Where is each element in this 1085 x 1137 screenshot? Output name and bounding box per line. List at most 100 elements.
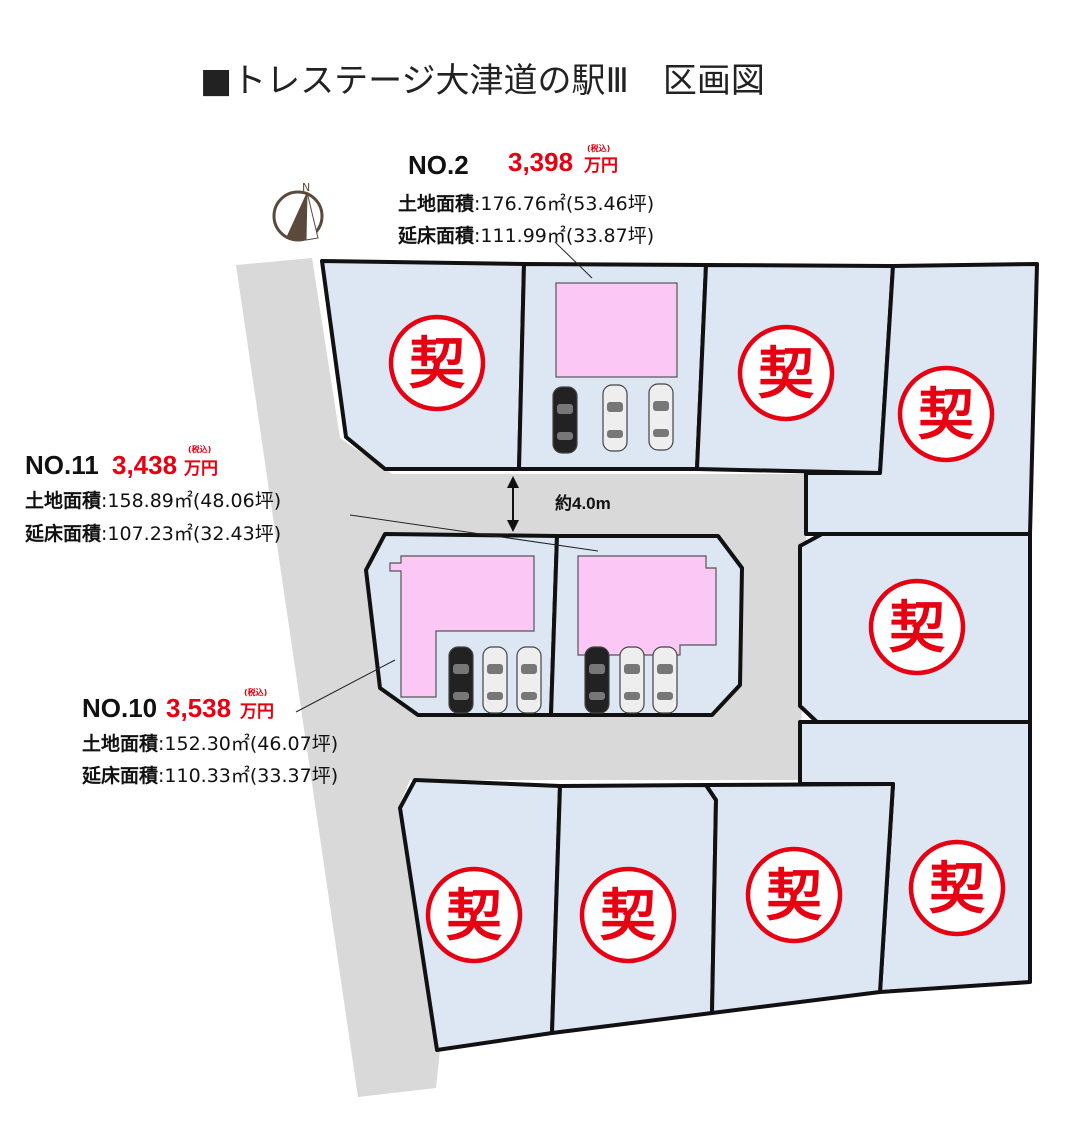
- lot-no2-floor-value: :111.99㎡(33.87坪): [474, 224, 654, 247]
- lot-no11-floor-label: 延床面積: [24, 522, 101, 545]
- sold-mark-text: 契: [600, 884, 656, 949]
- sold-mark-text: 契: [409, 332, 465, 397]
- page-title: ■トレステージ大津道の駅Ⅲ 区画図: [200, 61, 765, 101]
- sold-mark-3: 契: [897, 365, 995, 463]
- lot-no10-land: 土地面積:152.30㎡(46.07坪): [82, 732, 338, 755]
- parking-cars: [448, 383, 678, 714]
- compass-icon: N: [272, 181, 324, 242]
- car-windshield: [453, 664, 469, 674]
- dimension-arrow-icon: [507, 476, 519, 532]
- car-icon: [448, 646, 474, 714]
- car-icon: [482, 646, 508, 714]
- car-windshield: [557, 404, 573, 414]
- sold-mark-circle: [897, 365, 995, 463]
- road-width-label: 約4.0m: [555, 493, 611, 513]
- leader-lines: [295, 241, 599, 713]
- lot-no2-floor: 延床面積:111.99㎡(33.87坪): [397, 224, 654, 247]
- lot-no2-floor-label: 延床面積: [397, 224, 474, 247]
- lot-no11-land: 土地面積:158.89㎡(48.06坪): [25, 489, 281, 512]
- car-icon: [584, 646, 610, 714]
- lot-no11-number: NO.11: [25, 450, 99, 480]
- car-body: [448, 646, 474, 714]
- car-icon: [602, 384, 628, 452]
- sold-mark-7: 契: [745, 846, 843, 944]
- car-body: [482, 646, 508, 714]
- sold-mark-text: 契: [929, 857, 985, 922]
- sold-mark-circle: [745, 846, 843, 944]
- lot-no2-number: NO.2: [408, 150, 469, 180]
- sold-mark-circle: [425, 866, 523, 964]
- lot-no2-unit: 万円: [583, 156, 618, 175]
- info-no2: NO.2 3,398 万円 (税込) 土地面積:176.76㎡(53.46坪) …: [397, 143, 654, 247]
- lot-no11-unit: 万円: [183, 459, 218, 478]
- lot-no11-floor: 延床面積:107.23㎡(32.43坪): [24, 522, 281, 545]
- sold-mark-8: 契: [908, 839, 1006, 937]
- car-body: [619, 646, 645, 714]
- sold-mark-text: 契: [766, 864, 822, 929]
- sold-mark-6: 契: [579, 866, 677, 964]
- lot-no2-price: 3,398: [508, 147, 573, 177]
- sold-mark-text: 契: [446, 884, 502, 949]
- car-body: [552, 386, 578, 454]
- lot-no11-price: 3,438: [112, 450, 177, 480]
- lot-no11-land-label: 土地面積: [25, 489, 101, 512]
- car-body: [648, 383, 674, 451]
- car-windshield: [487, 664, 503, 674]
- car-icon: [619, 646, 645, 714]
- car-body: [602, 384, 628, 452]
- lot-no10-floor: 延床面積:110.33㎡(33.37坪): [81, 764, 338, 787]
- car-rear-window: [453, 692, 469, 700]
- sold-mark-text: 契: [889, 596, 945, 661]
- car-rear-window: [557, 432, 573, 440]
- lot-no10-tax: (税込): [244, 687, 267, 697]
- lot-no11-tax: (税込): [188, 444, 211, 454]
- car-windshield: [624, 664, 640, 674]
- car-windshield: [657, 664, 673, 674]
- lot-no2-land-value: :176.76㎡(53.46坪): [474, 192, 654, 215]
- lot-no10-floor-value: :110.33㎡(33.37坪): [158, 764, 338, 787]
- sold-mark-text: 契: [918, 383, 974, 448]
- sold-mark-circle: [579, 866, 677, 964]
- car-body: [652, 646, 678, 714]
- lot-no10-floor-label: 延床面積: [81, 764, 158, 787]
- car-rear-window: [589, 692, 605, 700]
- sold-marks: 契契契契契契契契: [388, 314, 1006, 964]
- car-icon: [552, 386, 578, 454]
- sold-mark-text: 契: [758, 342, 814, 407]
- sold-mark-circle: [908, 839, 1006, 937]
- sold-mark-circle: [388, 314, 486, 412]
- car-windshield: [521, 664, 537, 674]
- lot-no10-unit: 万円: [239, 702, 274, 721]
- car-windshield: [653, 401, 669, 411]
- sold-mark-circle: [868, 578, 966, 676]
- house-no10: [389, 555, 535, 698]
- info-no10: NO.10 3,538 万円 (税込) 土地面積:152.30㎡(46.07坪)…: [81, 687, 338, 787]
- car-icon: [516, 646, 542, 714]
- car-windshield: [607, 402, 623, 412]
- car-icon: [652, 646, 678, 714]
- car-rear-window: [624, 692, 640, 700]
- house-no11: [577, 555, 717, 656]
- lot-no2-land-label: 土地面積: [398, 192, 474, 215]
- car-rear-window: [607, 430, 623, 438]
- compass-north-label: N: [302, 181, 310, 194]
- sold-mark-4: 契: [868, 578, 966, 676]
- car-rear-window: [653, 429, 669, 437]
- lot-no10-number: NO.10: [82, 693, 157, 723]
- sold-mark-5: 契: [425, 866, 523, 964]
- lot-no10-land-label: 土地面積: [82, 732, 158, 755]
- sold-mark-circle: [737, 324, 835, 422]
- car-windshield: [589, 664, 605, 674]
- lot-no11-floor-value: :107.23㎡(32.43坪): [101, 522, 281, 545]
- car-rear-window: [487, 692, 503, 700]
- car-rear-window: [657, 692, 673, 700]
- lot-no2-land: 土地面積:176.76㎡(53.46坪): [398, 192, 654, 215]
- lot-no11-land-value: :158.89㎡(48.06坪): [101, 489, 281, 512]
- lot-no10-price: 3,538: [166, 693, 231, 723]
- car-rear-window: [521, 692, 537, 700]
- sold-mark-2: 契: [737, 324, 835, 422]
- car-body: [516, 646, 542, 714]
- info-no11: NO.11 3,438 万円 (税込) 土地面積:158.89㎡(48.06坪)…: [24, 444, 281, 545]
- car-body: [584, 646, 610, 714]
